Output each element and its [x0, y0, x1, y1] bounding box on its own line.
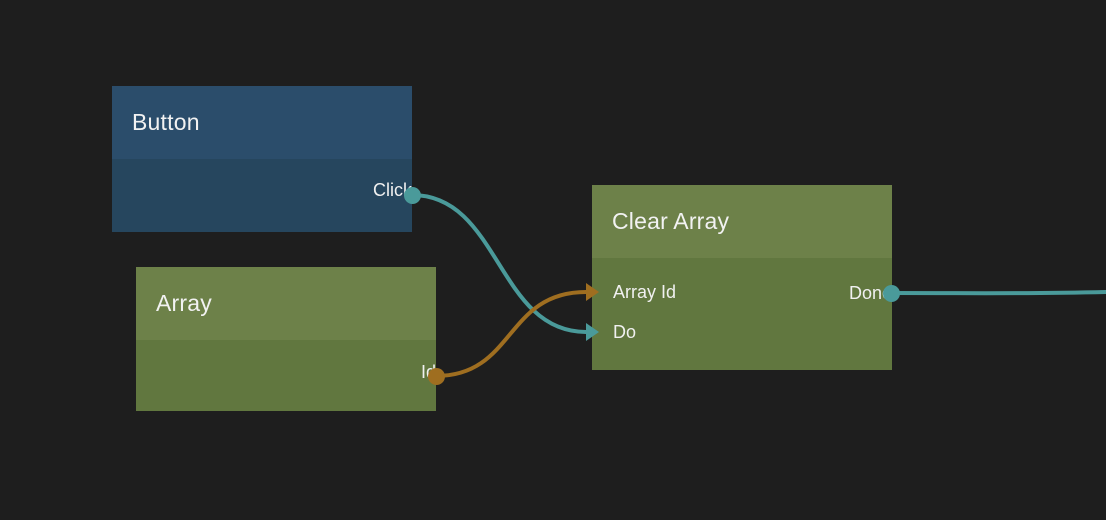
- port-click-dot[interactable]: [403, 186, 421, 204]
- port-done-label: Done: [848, 283, 892, 303]
- wire-click-to-do: [410, 193, 588, 334]
- node-button-body: Click: [112, 159, 412, 232]
- wire-done-outgoing: [889, 290, 1106, 296]
- port-array-id-label: Array Id: [613, 282, 677, 302]
- node-button[interactable]: Button Click: [112, 86, 421, 232]
- node-array-body: Id: [136, 340, 436, 411]
- node-clear-array-title: Clear Array: [612, 208, 730, 234]
- port-id[interactable]: Id: [136, 361, 457, 383]
- node-button-header[interactable]: Button: [112, 86, 412, 159]
- port-array-id-triangle[interactable]: [586, 283, 599, 301]
- port-do[interactable]: Do: [592, 321, 913, 343]
- port-array-id[interactable]: Array Id: [592, 281, 913, 303]
- port-done[interactable]: Done: [592, 282, 913, 304]
- node-array-header[interactable]: Array: [136, 267, 436, 340]
- port-click[interactable]: Click: [112, 179, 433, 201]
- port-done-dot[interactable]: [882, 284, 900, 302]
- port-do-triangle[interactable]: [586, 323, 599, 341]
- node-clear-array-header[interactable]: Clear Array: [592, 185, 892, 258]
- port-id-dot[interactable]: [427, 367, 445, 385]
- node-clear-array[interactable]: Clear Array Array Id Do Done: [586, 185, 900, 370]
- node-array-title: Array: [156, 290, 212, 316]
- node-array[interactable]: Array Id: [136, 267, 445, 411]
- node-button-title: Button: [132, 109, 200, 135]
- port-do-label: Do: [613, 322, 637, 342]
- node-clear-array-body: Array Id Do Done: [592, 258, 892, 370]
- port-click-label: Click: [373, 180, 412, 200]
- wire-id-to-array-id: [434, 290, 588, 378]
